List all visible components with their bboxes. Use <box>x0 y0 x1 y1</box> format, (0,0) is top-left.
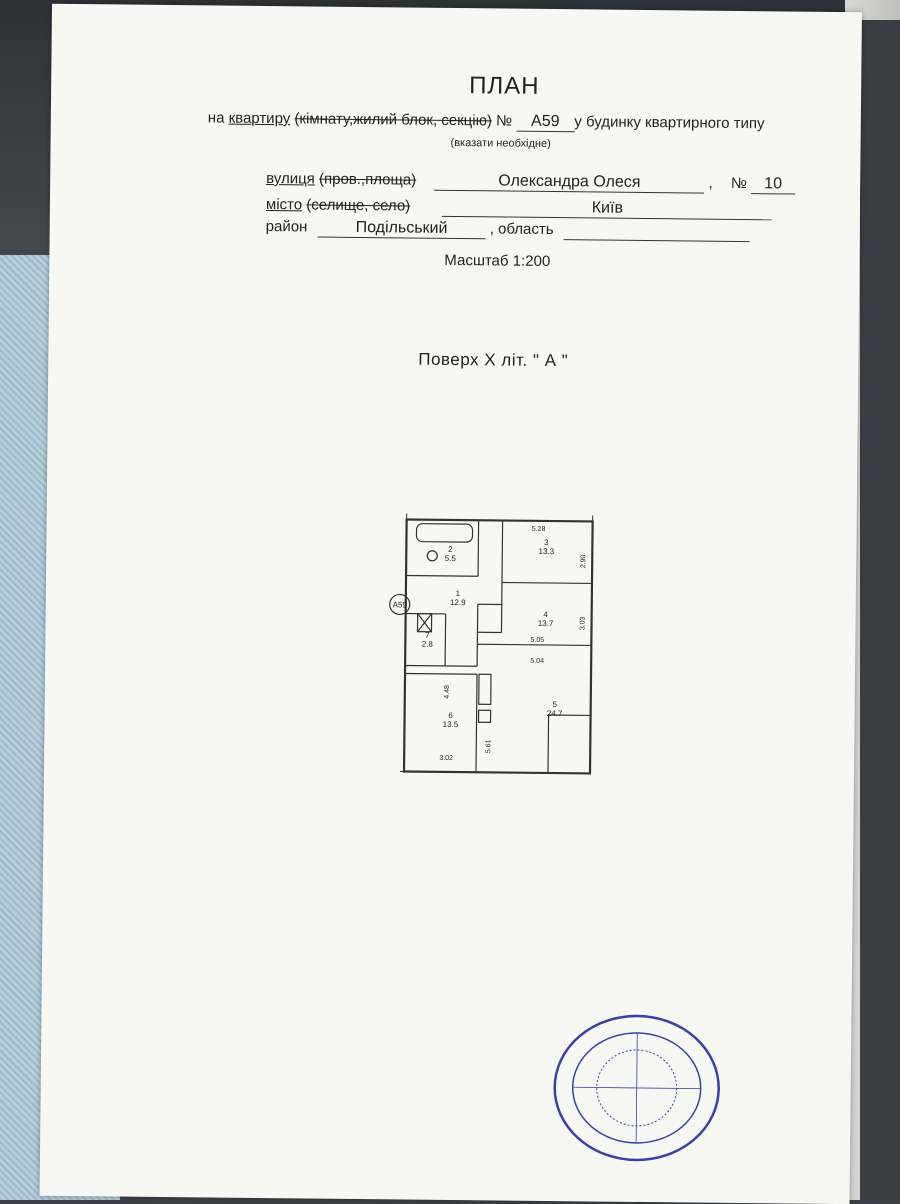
room-area: 24.7 <box>547 709 563 718</box>
room-area: 2.8 <box>422 640 434 649</box>
street-value: Олександра Олеся <box>434 172 704 194</box>
city-value: Київ <box>442 198 772 220</box>
room-area: 13.5 <box>443 720 459 729</box>
scale-text: Масштаб 1:200 <box>444 252 550 270</box>
city-label: місто <box>266 196 302 213</box>
wall <box>478 520 479 576</box>
hint-text: (вказати необхідне) <box>451 137 551 150</box>
region-value: ​ <box>564 221 750 242</box>
kitchen-stove-icon <box>479 674 491 704</box>
room-number: 4 <box>543 610 548 619</box>
background-right-surface <box>860 20 900 1200</box>
district-value: Подільський <box>317 219 485 240</box>
dimension-label: 3.03 <box>579 616 586 630</box>
toilet-icon <box>427 551 437 561</box>
region-label: , область <box>490 220 554 238</box>
city-row: місто (селище, село) Київ <box>266 196 773 220</box>
street-row: вулиця (пров.,площа) Олександра Олеся , … <box>266 170 795 195</box>
document-sheet: ПЛАН на квартиру (кімнату,жилий блок, се… <box>40 4 862 1204</box>
street-label: вулиця <box>266 170 315 188</box>
house-label: № <box>731 175 747 192</box>
number-sign: № <box>496 112 512 129</box>
stamp-seal-image <box>548 1011 726 1165</box>
room-area: 13.3 <box>538 547 554 556</box>
dimension-label: 5.04 <box>530 658 544 665</box>
room-number: 7 <box>425 631 430 640</box>
floor-caption: Поверх X літ. " А " <box>418 350 568 372</box>
room-number: 5 <box>552 700 557 709</box>
room-number: 1 <box>456 589 461 598</box>
street-comma: , <box>708 175 712 192</box>
building-type-text: у будинку квартирного типу <box>574 113 764 132</box>
room-number: 2 <box>448 545 453 554</box>
dimension-label: 5.28 <box>532 526 546 533</box>
room-area: 12.9 <box>450 598 466 607</box>
room-number: 6 <box>448 711 453 720</box>
dimension-label: 5.05 <box>531 637 545 644</box>
room-area: 5.5 <box>445 554 457 563</box>
document-title: ПЛАН <box>469 72 540 101</box>
district-label: район <box>266 218 308 235</box>
dimension-label: 2.90 <box>580 554 587 568</box>
district-row: район Подільський , область ​ <box>266 218 750 242</box>
dimension-label: 4.48 <box>444 685 451 699</box>
room-number: 3 <box>544 538 549 547</box>
prefix-text: на <box>208 109 225 126</box>
house-value: 10 <box>751 175 795 194</box>
dimension-label: 5.61 <box>485 739 492 753</box>
plan-marker-label: А59 <box>393 600 408 609</box>
floor-plan: А59 112.9 25.5 313.3 413.7 524.7 613.5 72.8 5.28… <box>386 513 599 780</box>
struck-options: (кімнату,жилий блок, секцію) <box>294 110 492 129</box>
street-struck: (пров.,площа) <box>319 171 416 189</box>
apartment-number: А59 <box>516 113 574 133</box>
bathtub-icon <box>416 524 472 543</box>
city-struck: (селище, село) <box>306 196 410 214</box>
dimension-label: 3.02 <box>439 755 453 762</box>
sink-icon <box>479 710 491 722</box>
room-area: 13.7 <box>538 619 554 628</box>
official-stamp <box>548 1011 726 1165</box>
apartment-line: на квартиру (кімнату,жилий блок, секцію)… <box>208 109 765 134</box>
apartment-type: квартиру <box>229 110 291 128</box>
